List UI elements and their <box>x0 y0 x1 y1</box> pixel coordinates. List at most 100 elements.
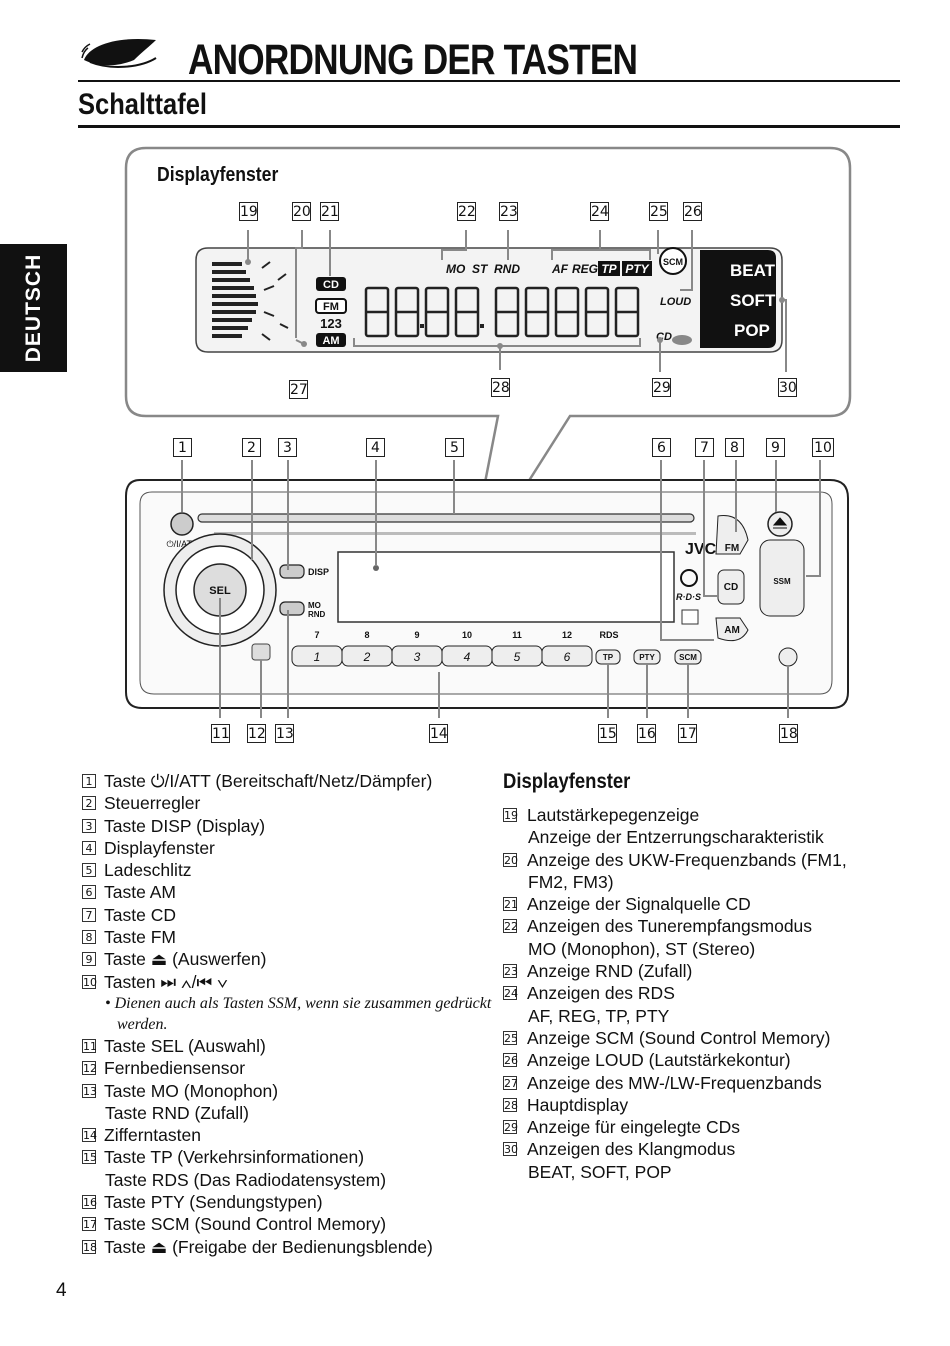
callout-9: 9 <box>766 438 785 457</box>
callout-17: 17 <box>678 724 697 743</box>
callout-18: 18 <box>779 724 798 743</box>
lcd-tp-indicator: TP <box>601 262 617 276</box>
language-tab: DEUTSCH <box>0 244 67 372</box>
callout-12: 12 <box>247 724 266 743</box>
unit-sel-label: SEL <box>209 585 231 597</box>
callout-15: 15 <box>598 724 617 743</box>
lcd-am-indicator: AM <box>322 335 339 347</box>
preset-top-12: 12 <box>562 630 572 640</box>
callout-19: 19 <box>239 202 258 221</box>
preset-2: 2 <box>363 650 371 664</box>
callout-24: 24 <box>590 202 609 221</box>
callout-21: 21 <box>320 202 339 221</box>
callout-23: 23 <box>499 202 518 221</box>
preset-top-8: 8 <box>364 630 369 640</box>
title-rule <box>78 80 900 82</box>
unit-rds-logo: R·D·S <box>676 592 701 602</box>
unit-ssm-label: SSM <box>773 577 791 586</box>
unit-disp-label: DISP <box>308 567 329 577</box>
lcd-st-indicator: ST <box>472 262 489 276</box>
unit-brand-label: JVC <box>685 541 717 558</box>
lcd-band-digits: 123 <box>320 316 342 331</box>
list-item-continuation: Taste RND (Zufall) <box>105 1102 249 1123</box>
callout-10: 10 <box>812 438 834 457</box>
unit-mo-label: MO <box>308 601 321 610</box>
callout-5: 5 <box>445 438 464 457</box>
lcd-pop-indicator: POP <box>734 321 770 340</box>
callout-26: 26 <box>683 202 702 221</box>
callout-29: 29 <box>652 378 671 397</box>
list-item-continuation: AF, REG, TP, PTY <box>528 1005 670 1026</box>
list-item-continuation: MO (Monophon), ST (Stereo) <box>528 938 756 959</box>
lcd-soft-indicator: SOFT <box>730 291 776 310</box>
language-tab-label: DEUTSCH <box>21 253 45 363</box>
lcd-beat-indicator: BEAT <box>730 261 776 280</box>
preset-buttons <box>291 645 593 667</box>
lcd-scm-indicator: SCM <box>663 257 683 267</box>
list-item-continuation: FM2, FM3) <box>528 871 614 892</box>
subtitle-rule <box>78 125 900 128</box>
lcd-rnd-indicator: RND <box>494 262 520 276</box>
list-note: • Dienen auch als Tasten SSM, wenn sie z… <box>105 994 492 1033</box>
unit-am-label: AM <box>724 625 740 636</box>
preset-top-11: 11 <box>512 630 522 640</box>
unit-rds-label: RDS <box>599 630 618 640</box>
unit-power-label: ⏻/I/ATT <box>167 539 198 549</box>
preset-6: 6 <box>564 650 571 664</box>
preset-top-9: 9 <box>414 630 419 640</box>
callout-11: 11 <box>211 724 230 743</box>
callout-20: 20 <box>292 202 311 221</box>
callout-6: 6 <box>652 438 671 457</box>
list-item-continuation: BEAT, SOFT, POP <box>528 1161 672 1182</box>
lcd-loud-indicator: LOUD <box>660 296 691 308</box>
callout-27: 27 <box>289 380 308 399</box>
callout-30: 30 <box>778 378 797 397</box>
preset-top-10: 10 <box>462 630 472 640</box>
page-title: ANORDNUNG DER TASTEN <box>188 36 638 84</box>
section-subtitle: Schalttafel <box>78 88 207 121</box>
callout-1: 1 <box>173 438 192 457</box>
callout-13: 13 <box>275 724 294 743</box>
callout-22: 22 <box>457 202 476 221</box>
unit-cd-label: CD <box>724 582 738 593</box>
callout-4: 4 <box>366 438 385 457</box>
display-window-label: Displayfenster <box>157 164 279 186</box>
callout-28: 28 <box>491 378 510 397</box>
list-item-continuation: Anzeige der Entzerrungscharakteristik <box>528 827 824 848</box>
title-logo <box>80 30 160 74</box>
lcd-fm-indicator: FM <box>323 301 339 313</box>
unit-scm-label: SCM <box>679 653 697 662</box>
unit-fm-label: FM <box>725 543 739 554</box>
unit-tp-label: TP <box>603 653 614 662</box>
callout-8: 8 <box>725 438 744 457</box>
callout-25: 25 <box>649 202 668 221</box>
unit-pty-label: PTY <box>639 653 655 662</box>
callout-3: 3 <box>278 438 297 457</box>
preset-3: 3 <box>414 650 421 664</box>
lcd-mo-indicator: MO <box>446 262 466 276</box>
